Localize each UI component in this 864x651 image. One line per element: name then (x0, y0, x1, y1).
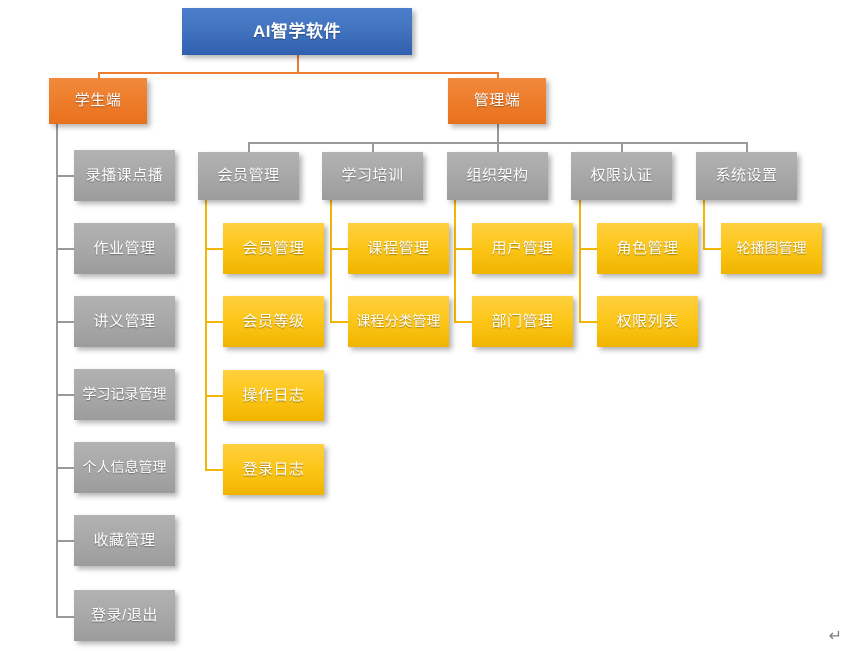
node-leaf-member-2-label: 会员等级 (242, 312, 305, 330)
node-leaf-member-3[interactable]: 操作日志 (223, 370, 324, 421)
node-root[interactable]: AI智学软件 (182, 8, 412, 55)
connector-student-stub-7 (56, 616, 74, 618)
connector-admin-drop-1 (248, 142, 250, 152)
connector-student-spine (56, 124, 58, 618)
node-admin-category-5-label: 系统设置 (715, 167, 778, 185)
node-leaf-training-2[interactable]: 课程分类管理 (348, 296, 449, 347)
connector-auth-stub-2 (579, 321, 597, 323)
connector-to-student (98, 72, 100, 82)
node-branch-student-label: 学生端 (74, 92, 122, 110)
node-admin-category-4[interactable]: 权限认证 (571, 152, 672, 200)
connector-training-stub-1 (330, 248, 348, 250)
node-leaf-training-1[interactable]: 课程管理 (348, 223, 449, 274)
node-leaf-member-2[interactable]: 会员等级 (223, 296, 324, 347)
connector-admin-drop-2 (372, 142, 374, 152)
connector-root-stem (297, 55, 299, 73)
node-student-module-7[interactable]: 登录/退出 (74, 590, 175, 641)
node-student-module-6-label: 收藏管理 (93, 531, 156, 549)
node-admin-category-1-label: 会员管理 (217, 167, 280, 185)
node-leaf-training-1-label: 课程管理 (367, 239, 430, 257)
connector-to-admin (497, 72, 499, 82)
node-branch-student[interactable]: 学生端 (49, 78, 147, 124)
node-leaf-settings-1[interactable]: 轮播图管理 (721, 223, 822, 274)
node-root-label: AI智学软件 (253, 21, 341, 41)
connector-admin-stem (497, 124, 499, 144)
connector-student-stub-5 (56, 467, 74, 469)
connector-member-stub-1 (205, 248, 223, 250)
node-leaf-settings-1-label: 轮播图管理 (736, 240, 807, 257)
node-student-module-4-label: 学习记录管理 (82, 386, 167, 403)
node-leaf-org-1-label: 用户管理 (491, 239, 554, 257)
node-student-module-7-label: 登录/退出 (91, 606, 158, 624)
connector-settings-spine (703, 198, 705, 249)
connector-training-spine (330, 198, 332, 322)
node-student-module-5[interactable]: 个人信息管理 (74, 442, 175, 493)
connector-member-stub-2 (205, 321, 223, 323)
node-admin-category-3[interactable]: 组织架构 (447, 152, 548, 200)
node-student-module-1[interactable]: 录播课点播 (74, 150, 175, 201)
connector-admin-drop-3 (497, 142, 499, 152)
node-student-module-3-label: 讲义管理 (93, 312, 156, 330)
connector-root-bus (98, 72, 499, 74)
connector-auth-stub-1 (579, 248, 597, 250)
node-student-module-2[interactable]: 作业管理 (74, 223, 175, 274)
connector-member-stub-3 (205, 395, 223, 397)
connector-member-stub-4 (205, 469, 223, 471)
connector-admin-drop-5 (746, 142, 748, 152)
node-leaf-member-1[interactable]: 会员管理 (223, 223, 324, 274)
paragraph-mark-icon: ↵ (828, 626, 842, 645)
node-student-module-3[interactable]: 讲义管理 (74, 296, 175, 347)
node-leaf-member-3-label: 操作日志 (242, 386, 305, 404)
node-leaf-auth-1-label: 角色管理 (616, 239, 679, 257)
node-student-module-2-label: 作业管理 (93, 239, 156, 257)
node-branch-admin[interactable]: 管理端 (448, 78, 546, 124)
node-leaf-org-2[interactable]: 部门管理 (472, 296, 573, 347)
connector-student-stub-1 (56, 175, 74, 177)
node-leaf-auth-2[interactable]: 权限列表 (597, 296, 698, 347)
connector-member-spine (205, 198, 207, 470)
connector-training-stub-2 (330, 321, 348, 323)
node-leaf-org-2-label: 部门管理 (491, 312, 554, 330)
node-leaf-member-1-label: 会员管理 (242, 239, 305, 257)
node-student-module-1-label: 录播课点播 (85, 166, 164, 184)
node-leaf-training-2-label: 课程分类管理 (356, 313, 441, 330)
connector-student-stub-6 (56, 540, 74, 542)
node-leaf-org-1[interactable]: 用户管理 (472, 223, 573, 274)
node-student-module-4[interactable]: 学习记录管理 (74, 369, 175, 420)
node-admin-category-4-label: 权限认证 (590, 167, 653, 185)
connector-org-stub-1 (454, 248, 472, 250)
connector-org-stub-2 (454, 321, 472, 323)
node-admin-category-2-label: 学习培训 (341, 167, 404, 185)
connector-settings-stub-1 (703, 248, 721, 250)
node-leaf-auth-1[interactable]: 角色管理 (597, 223, 698, 274)
connector-auth-spine (579, 198, 581, 322)
connector-student-stub-2 (56, 248, 74, 250)
connector-admin-drop-4 (621, 142, 623, 152)
node-student-module-6[interactable]: 收藏管理 (74, 515, 175, 566)
node-leaf-member-4-label: 登录日志 (242, 460, 305, 478)
connector-org-spine (454, 198, 456, 322)
node-admin-category-3-label: 组织架构 (466, 167, 529, 185)
node-admin-category-2[interactable]: 学习培训 (322, 152, 423, 200)
node-leaf-auth-2-label: 权限列表 (616, 312, 679, 330)
node-admin-category-1[interactable]: 会员管理 (198, 152, 299, 200)
node-admin-category-5[interactable]: 系统设置 (696, 152, 797, 200)
node-branch-admin-label: 管理端 (473, 92, 521, 110)
node-student-module-5-label: 个人信息管理 (82, 459, 167, 476)
connector-student-stub-4 (56, 394, 74, 396)
node-leaf-member-4[interactable]: 登录日志 (223, 444, 324, 495)
connector-student-stub-3 (56, 321, 74, 323)
